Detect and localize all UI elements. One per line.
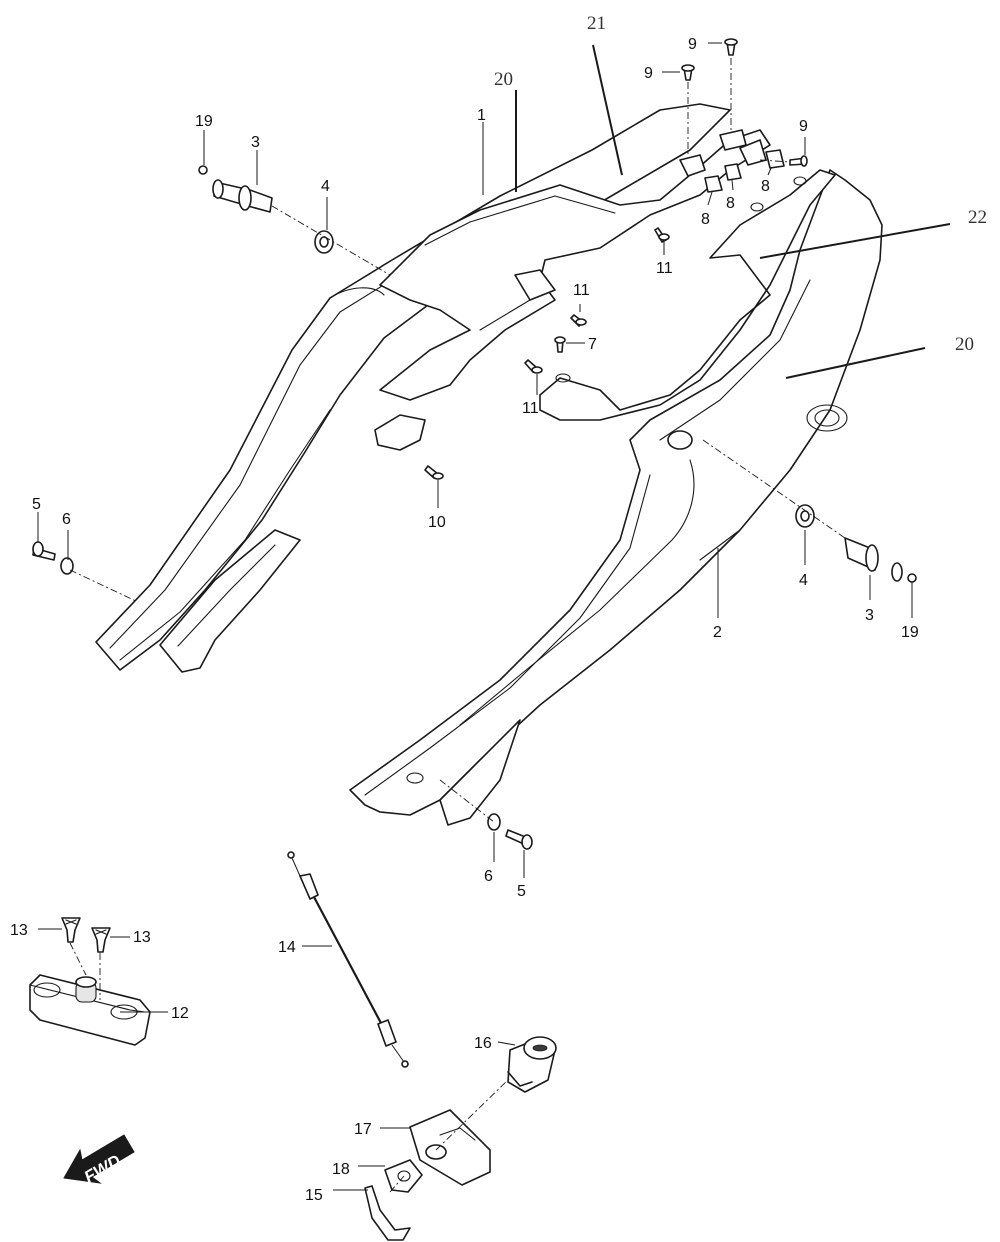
seat-lock-16 xyxy=(507,1036,557,1093)
callout-19-left: 19 xyxy=(195,113,213,130)
callout-15: 15 xyxy=(305,1187,323,1204)
callout-7: 7 xyxy=(588,336,597,353)
callout-16: 16 xyxy=(474,1035,492,1052)
callout-11-a: 11 xyxy=(656,260,673,277)
callout-6-right: 6 xyxy=(484,868,493,885)
spring-15 xyxy=(364,1185,411,1241)
callout-22: 22 xyxy=(968,207,987,228)
callout-11-b: 11 xyxy=(573,282,590,299)
bolt-3-left xyxy=(198,165,273,213)
callout-2: 2 xyxy=(713,624,722,641)
right-side-cover xyxy=(349,169,883,826)
bolt-3-right xyxy=(844,537,917,583)
washer-6-right xyxy=(487,813,501,831)
callout-20-right: 20 xyxy=(955,334,974,355)
callout-10: 10 xyxy=(428,514,446,531)
assembly-centerlines xyxy=(69,58,846,1193)
callout-13-a: 13 xyxy=(10,922,28,939)
callout-8-b: 8 xyxy=(726,195,735,212)
callout-11-c: 11 xyxy=(522,400,539,417)
callout-3-left: 3 xyxy=(251,134,260,151)
screw-5-left xyxy=(32,541,56,561)
seat-lock-cable-14 xyxy=(287,851,409,1068)
callout-4-left: 4 xyxy=(321,178,330,195)
callout-9-a: 9 xyxy=(688,36,697,53)
callout-9-b: 9 xyxy=(644,65,653,82)
callout-14: 14 xyxy=(278,939,296,956)
top-mounting-tabs xyxy=(679,129,785,193)
fwd-arrow-icon xyxy=(63,1134,135,1184)
lock-plate-17 xyxy=(409,1109,491,1186)
callout-4-right: 4 xyxy=(799,572,808,589)
forward-direction-indicator: FWD xyxy=(63,1134,135,1187)
callout-20-top: 20 xyxy=(494,69,513,90)
small-screws xyxy=(424,38,808,480)
rubber-pad-12 xyxy=(29,974,151,1046)
washer-6-left xyxy=(60,557,74,575)
callout-9-c: 9 xyxy=(799,118,808,135)
callout-1: 1 xyxy=(477,107,486,124)
callout-17: 17 xyxy=(354,1121,372,1138)
callout-21: 21 xyxy=(587,13,606,34)
callout-8-a: 8 xyxy=(701,211,710,228)
washer-4-left xyxy=(314,230,334,254)
screws-13 xyxy=(61,917,111,953)
rear-bracket xyxy=(539,169,836,421)
callout-19-right: 19 xyxy=(901,624,919,641)
callout-3-right: 3 xyxy=(865,607,874,624)
callout-6-left: 6 xyxy=(62,511,71,528)
leader-lines xyxy=(37,42,951,1191)
callout-13-b: 13 xyxy=(133,929,151,946)
callout-12: 12 xyxy=(171,1005,189,1022)
callout-18: 18 xyxy=(332,1161,350,1178)
callout-5-left: 5 xyxy=(32,496,41,513)
washer-4-right xyxy=(795,504,815,528)
callout-labels: 1 2 3 3 4 4 5 5 6 6 7 8 8 8 9 9 9 10 11 … xyxy=(10,13,987,1204)
screw-5-right xyxy=(505,829,533,850)
inner-bracket xyxy=(374,129,771,451)
callout-5-right: 5 xyxy=(517,883,526,900)
callout-8-c: 8 xyxy=(761,178,770,195)
